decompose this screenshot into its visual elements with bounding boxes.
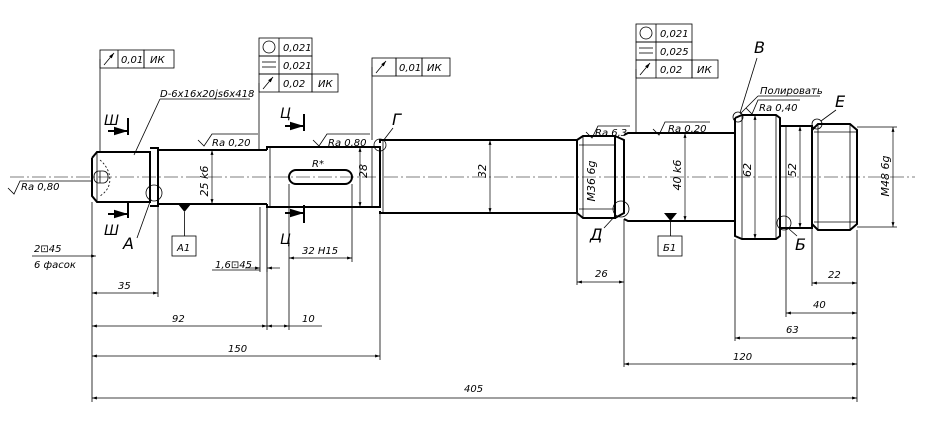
dim-35: 35: [118, 281, 131, 292]
dim-150: 150: [228, 344, 247, 355]
svg-text:0,01: 0,01: [399, 63, 421, 74]
detail-circle-e: [811, 118, 823, 130]
diameter-dimensions: 25 k6 28 32 M36 6g 40 k6 62 52 M48 6g: [198, 115, 897, 239]
dim-92: 92: [172, 314, 185, 325]
svg-text:ИК: ИК: [318, 79, 333, 90]
datum-a1: A1: [171, 204, 197, 257]
letter-e: Е: [835, 92, 846, 111]
roughness-5: Ra 0,40: [759, 103, 798, 114]
roundness-icon: [262, 40, 276, 54]
letter-g: Г: [392, 110, 402, 129]
tolerance-frame-left: 0,01 ИК: [99, 49, 175, 152]
dia-62: 62: [741, 163, 754, 177]
dim-32h15: 32 H15: [302, 246, 338, 257]
svg-text:ИК: ИК: [427, 63, 442, 74]
svg-text:0,021: 0,021: [660, 29, 689, 40]
dia-32: 32: [476, 164, 489, 178]
svg-text:0,021: 0,021: [283, 61, 312, 72]
roughness-4: Ra 0,20: [668, 124, 707, 135]
svg-text:Б1: Б1: [663, 243, 676, 254]
runout-icon: [103, 52, 115, 66]
svg-text:0,02: 0,02: [283, 79, 305, 90]
dia-40k6: 40 k6: [671, 160, 684, 191]
svg-text:0,025: 0,025: [660, 47, 689, 58]
roughness-6: Ra 0,80: [21, 182, 60, 193]
detail-letters: А Г Д В Б Е: [122, 38, 846, 254]
runout-icon: [262, 76, 274, 90]
chamfer-note-1: 2⊡45: [34, 244, 61, 255]
datum-b1: Б1: [657, 213, 683, 257]
detail-circle-b: [776, 215, 792, 231]
thread-m36: M36 6g: [585, 161, 598, 202]
letter-a: А: [122, 234, 134, 253]
dim-63: 63: [786, 325, 799, 336]
runout-icon: [375, 60, 387, 74]
dim-10: 10: [302, 314, 315, 325]
runout-icon: [639, 62, 651, 76]
dim-22: 22: [828, 270, 841, 281]
thread-m48: M48 6g: [879, 156, 892, 197]
svg-text:0,021: 0,021: [283, 43, 312, 54]
tolerance-frame-shoulder: 0,01 ИК: [371, 57, 451, 140]
section-ts-bottom: Ц: [280, 232, 291, 248]
linear-dimensions: 35 92 10 32 H15 150 405 26 120 22 40 63: [91, 184, 858, 402]
svg-text:A1: A1: [176, 243, 190, 254]
section-marks: Ш Ш Ц Ц: [104, 106, 305, 248]
tolerance-frame-neck: 0,021 0,021 0,02 ИК: [258, 37, 339, 150]
svg-text:ИК: ИК: [150, 55, 165, 66]
notes: D-6x16x20js6x418 Полировать 2⊡45 6 фасок…: [32, 86, 823, 271]
dia-25k6: 25 k6: [198, 166, 211, 197]
section-ts-top: Ц: [280, 106, 291, 122]
spline-note: D-6x16x20js6x418: [160, 89, 254, 100]
dim-26: 26: [595, 269, 608, 280]
tolerance-frame-right: 0,021 0,025 0,02 ИК: [635, 23, 719, 133]
roughness-1: Ra 0,20: [212, 138, 251, 149]
svg-text:0,02: 0,02: [660, 65, 682, 76]
letter-d: Д: [589, 225, 603, 244]
dia-52: 52: [786, 163, 799, 177]
detail-circle-d: [612, 200, 630, 218]
shaft-outline: [10, 114, 915, 240]
svg-text:ИК: ИК: [697, 65, 712, 76]
roughness-marks: Ra 0,20 Ra 0,80 Ra 6,3 Ra 0,20 Ra 0,40 R…: [7, 99, 800, 195]
dim-40: 40: [813, 300, 826, 311]
letter-b: Б: [795, 235, 806, 254]
detail-circle-g: [373, 138, 387, 152]
roundness-icon: [639, 26, 653, 40]
roughness-3: Ra 6,3: [595, 128, 627, 139]
roughness-2: Ra 0,80: [328, 138, 367, 149]
detail-circle-v: [732, 111, 744, 123]
polish-note: Полировать: [760, 86, 823, 97]
dia-28: 28: [357, 164, 370, 178]
section-sh-top: Ш: [104, 113, 119, 129]
chamfer-note-2: 6 фасок: [34, 260, 76, 271]
svg-text:0,01: 0,01: [121, 55, 143, 66]
detail-circle-a: [145, 184, 163, 202]
dim-405: 405: [464, 384, 483, 395]
letter-v: В: [754, 38, 765, 57]
section-sh-bottom: Ш: [104, 223, 119, 239]
dim-120: 120: [733, 352, 752, 363]
radius-note: R*: [312, 159, 324, 170]
groove-chamfer-note: 1,6⊡45: [215, 260, 252, 271]
